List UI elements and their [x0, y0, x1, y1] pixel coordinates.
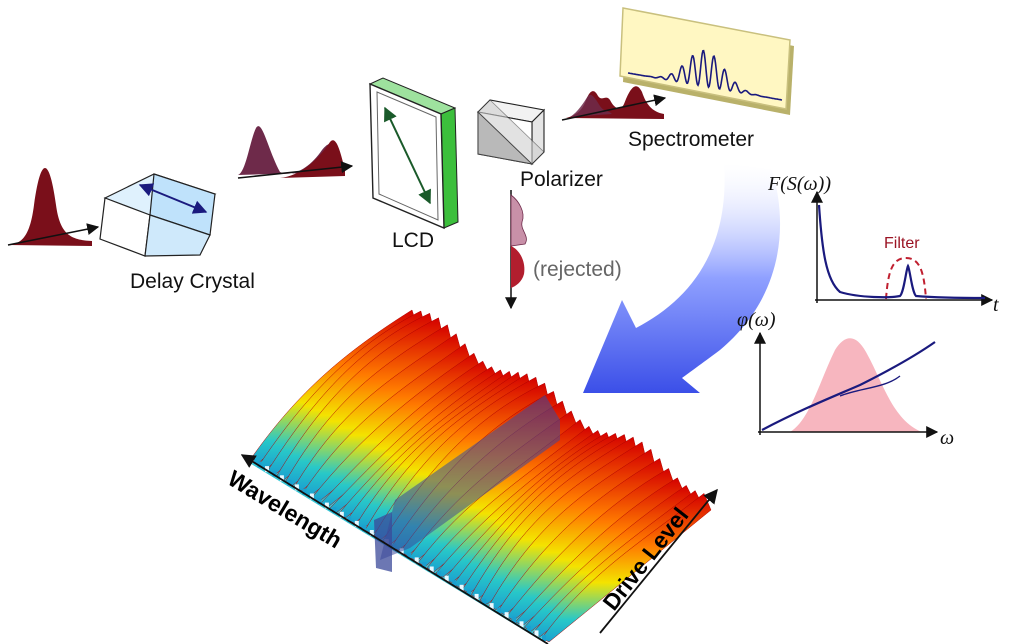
lcd-label: LCD [392, 229, 434, 252]
rejected-beam [505, 190, 527, 310]
phase-plot [754, 331, 939, 438]
fourier-transform-plot [811, 190, 994, 306]
drive-level-axis [599, 488, 718, 634]
spectrometer-label: Spectrometer [628, 128, 754, 151]
filter-label: Filter [884, 235, 920, 252]
lcd-panel [368, 77, 459, 230]
processing-arrow [583, 163, 781, 393]
fourier-y-label: F(S(ω)) [767, 173, 831, 195]
fourier-x-label: t [993, 294, 999, 316]
wavelength-axis [240, 454, 549, 644]
polarizer-cube [476, 99, 546, 166]
delayed-pulse-pair [237, 126, 354, 179]
polarizer-label: Polarizer [520, 168, 603, 191]
phase-y-label: φ(ω) [737, 309, 776, 331]
delay-crystal [99, 173, 217, 257]
spectrometer-display [619, 7, 794, 115]
interferogram-ridge [541, 493, 712, 643]
slice-plane [380, 395, 560, 560]
rejected-label: (rejected) [533, 258, 622, 281]
delay-crystal-label: Delay Crystal [130, 270, 255, 293]
phase-x-label: ω [940, 427, 954, 449]
input-pulse [7, 168, 100, 246]
transmitted-pulses [561, 86, 667, 121]
